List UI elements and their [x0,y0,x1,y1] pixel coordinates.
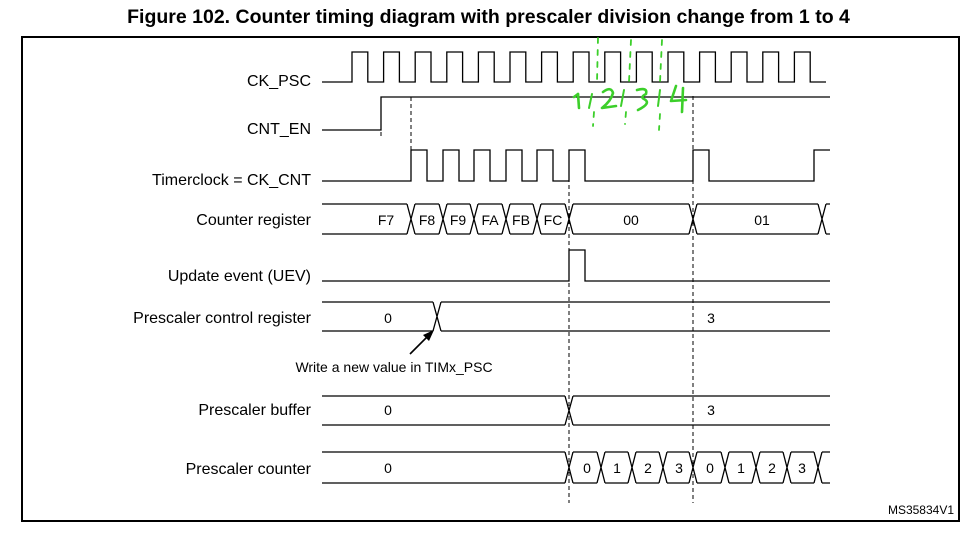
prescaler-counter-value: 2 [644,460,652,476]
prescaler-buffer-bus [322,395,830,426]
prescaler-control-value-old: 0 [384,310,392,326]
prescaler-counter-value: 2 [768,460,776,476]
counter-register-value: FA [481,212,499,228]
label-cnt-en: CNT_EN [247,121,311,138]
prescaler-buffer-value-new: 3 [707,402,715,418]
label-prescaler-counter: Prescaler counter [186,461,312,478]
update-event-waveform [322,249,830,282]
prescaler-counter-bus [322,451,830,484]
label-timerclock: Timerclock = CK_CNT [152,172,311,189]
cnt-en-waveform [322,96,830,131]
figure-frame [21,36,960,522]
prescaler-control-value-new: 3 [707,310,715,326]
prescaler-counter-value: 0 [583,460,591,476]
prescaler-control-bus [322,301,830,332]
figure-title: Figure 102. Counter timing diagram with … [127,6,850,28]
counter-register-value: F8 [419,212,436,228]
label-counter-register: Counter register [196,212,311,229]
counter-register-value: FB [512,212,530,228]
counter-register-value: FC [544,212,563,228]
counter-register-value: 01 [754,212,770,228]
counter-register-value: 00 [623,212,639,228]
label-prescaler-control: Prescaler control register [133,310,312,327]
figure-reference: MS35834V1 [888,503,954,517]
prescaler-counter-values: 0 0 1 2 3 0 1 2 3 [384,460,806,476]
label-update-event: Update event (UEV) [168,268,311,285]
prescaler-counter-value: 1 [613,460,621,476]
annotation-arrowhead [423,330,434,341]
label-ck-psc: CK_PSC [247,73,311,90]
timerclock-waveform [322,149,830,182]
waveforms [322,51,830,484]
prescaler-buffer-value-old: 0 [384,402,392,418]
ck-psc-waveform [322,51,826,83]
counter-register-value: F7 [378,212,395,228]
prescaler-counter-value: 3 [798,460,806,476]
prescaler-counter-value: 1 [737,460,745,476]
counter-register-value: F9 [450,212,467,228]
label-prescaler-buffer: Prescaler buffer [198,402,311,419]
annotation-write-note: Write a new value in TIMx_PSC [295,359,492,375]
prescaler-counter-value: 0 [384,460,392,476]
handwritten-count-annotation [572,37,688,131]
prescaler-counter-value: 3 [675,460,683,476]
prescaler-counter-value: 0 [706,460,714,476]
counter-register-values: F7 F8 F9 FA FB FC 00 01 [378,212,770,228]
